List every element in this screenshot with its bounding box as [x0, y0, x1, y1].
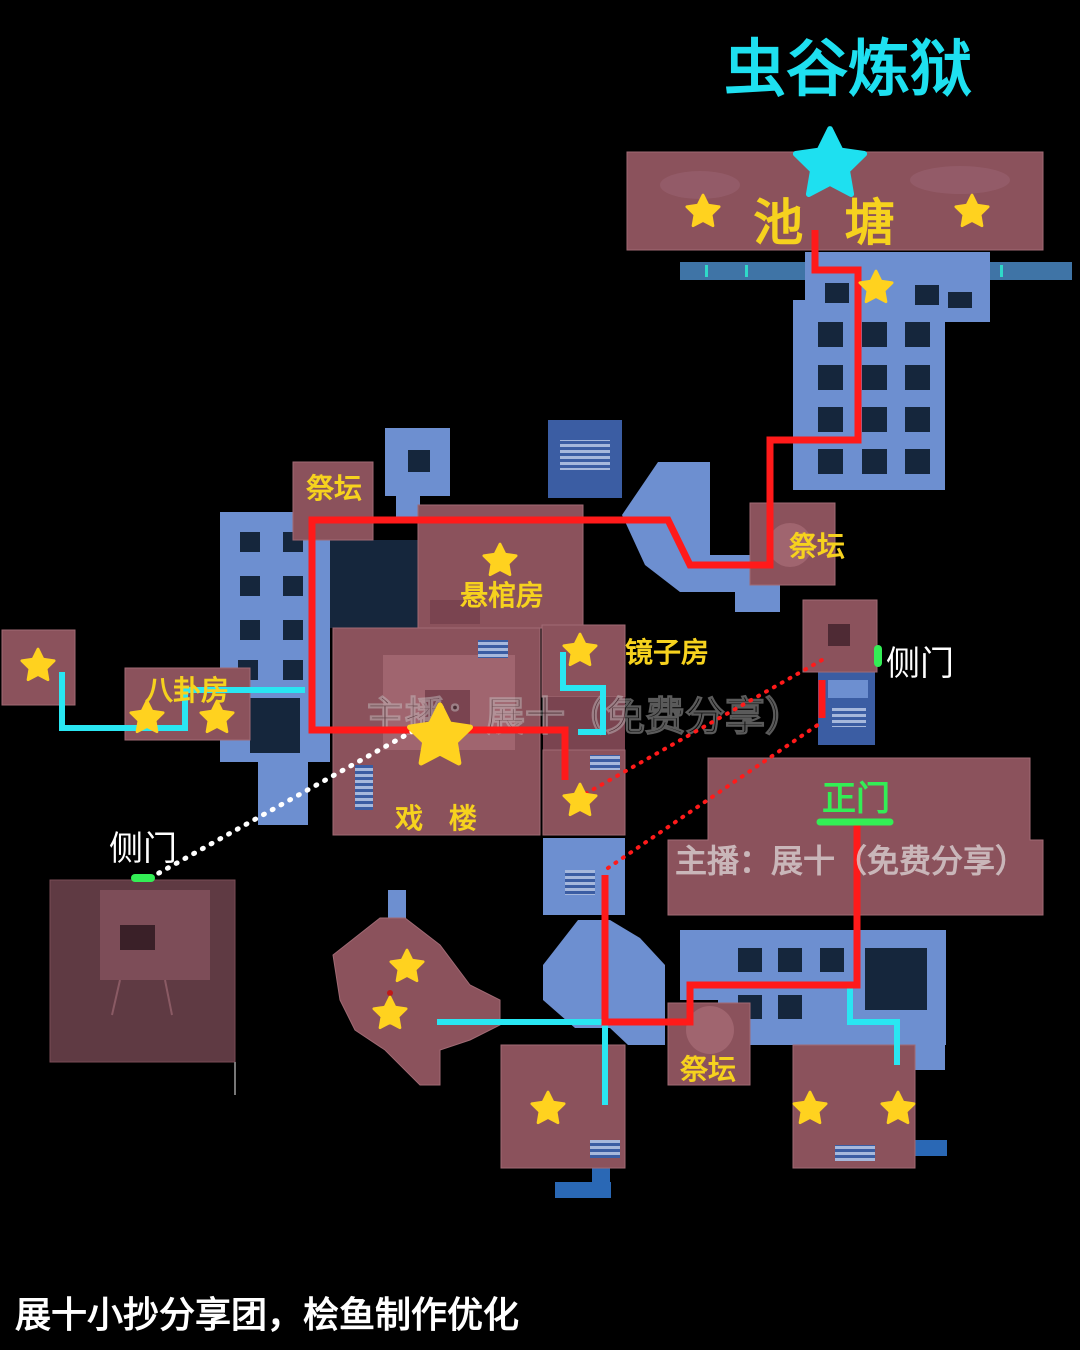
side-door-left-marker	[131, 874, 155, 882]
grid-hole	[862, 365, 887, 390]
cyan-route-mirror	[560, 652, 606, 735]
diamond-corridor	[622, 462, 780, 612]
stairs	[355, 765, 373, 810]
footer-credit: 展十小抄分享团，桧鱼制作优化	[15, 1295, 519, 1336]
main-door-label: 正门	[822, 779, 890, 819]
stairs	[560, 440, 610, 470]
corridor-marker	[1000, 265, 1003, 277]
grid-hole	[250, 698, 300, 753]
grid-hole	[738, 948, 762, 972]
grid-hole	[915, 285, 939, 305]
altar-bottom-label: 祭坛	[680, 1053, 736, 1086]
stairs	[565, 870, 595, 895]
octagon-stem	[388, 890, 406, 922]
routes	[59, 230, 900, 1105]
grid-hole	[865, 948, 927, 1010]
side-door-right-marker	[874, 645, 882, 667]
mirror-room-passage	[543, 697, 625, 750]
altar-top-left-room	[292, 461, 374, 541]
grid-hole	[862, 407, 887, 432]
stairs	[478, 640, 508, 658]
cyan-route-bagua	[59, 672, 305, 731]
watermark: 主播：展十（免费分享）	[675, 842, 1027, 880]
map-title: 虫谷炼狱	[724, 32, 972, 105]
coffin-room-detail	[430, 600, 480, 624]
altar-right-label: 祭坛	[789, 530, 845, 563]
grid-hole	[818, 322, 843, 347]
grid-hole	[283, 620, 303, 640]
grid-hole	[283, 660, 303, 680]
grid-hole	[818, 365, 843, 390]
pond-label: 池 塘	[753, 194, 906, 252]
bagua-room-label: 八卦房	[145, 674, 229, 707]
corridor-marker	[745, 265, 748, 277]
stairs	[835, 1145, 875, 1161]
grid-hole	[905, 365, 930, 390]
white-dotted-route	[147, 727, 418, 881]
side-door-right-room	[802, 599, 878, 673]
side-door-left-pit	[120, 925, 155, 950]
platform-leg	[111, 979, 121, 1016]
stairs	[590, 1140, 620, 1158]
mirror-room-label: 镜子房	[625, 636, 709, 669]
altar-bottom-platform	[686, 1006, 734, 1054]
theater-label: 戏 楼	[394, 802, 485, 835]
stairs	[590, 755, 620, 770]
red-dotted-route	[606, 720, 824, 870]
red-route-lower	[601, 822, 861, 1026]
grid-hole	[818, 449, 843, 474]
hanging-coffin-label: 悬棺房	[460, 579, 544, 612]
octagon-marker	[387, 990, 393, 996]
corridor-holes	[238, 283, 972, 1019]
octagon-room	[332, 917, 501, 1086]
grid-hole	[240, 620, 260, 640]
grid-hole	[778, 995, 802, 1019]
red-route-upper	[308, 230, 862, 780]
grid-hole	[862, 449, 887, 474]
grid-hole	[825, 283, 849, 303]
labels: 池 塘 祭坛 祭坛 悬棺房 镜子房 八卦房 戏 楼 祭坛 侧门 侧门 正门 主播…	[109, 194, 1027, 1086]
side-door-left-label: 侧门	[109, 829, 177, 869]
grid-hole	[820, 948, 844, 972]
stairs	[832, 705, 866, 727]
altar-right-platform	[768, 523, 812, 567]
side-door-right-pit	[828, 624, 850, 646]
grid-hole	[905, 322, 930, 347]
grid-hole	[905, 407, 930, 432]
platform-leg	[164, 979, 173, 1016]
red-dotted-route	[576, 658, 824, 800]
altar-top-left-label: 祭坛	[306, 472, 362, 505]
side-door-right-label: 侧门	[886, 644, 954, 684]
grid-hole	[905, 449, 930, 474]
grid-hole	[778, 948, 802, 972]
cyan-route-bottom-right	[847, 985, 900, 1065]
bottom-right-corridor-left	[680, 930, 722, 1000]
grid-hole	[408, 450, 430, 472]
grid-hole	[240, 532, 260, 552]
grid-hole	[240, 576, 260, 596]
grid-hole	[283, 576, 303, 596]
pond-water-patch	[660, 171, 740, 199]
bottom-right-strip	[915, 1140, 947, 1156]
grid-hole	[818, 407, 843, 432]
bottom-right-corridor-stem	[915, 1040, 945, 1070]
side-door-landing	[828, 680, 868, 698]
corridor-marker	[705, 265, 708, 277]
dark-chamber	[330, 540, 418, 628]
grid-hole	[862, 322, 887, 347]
pond-water-patch	[910, 166, 1010, 194]
bottom-strip-stem	[592, 1165, 610, 1190]
grid-hole	[948, 292, 972, 308]
